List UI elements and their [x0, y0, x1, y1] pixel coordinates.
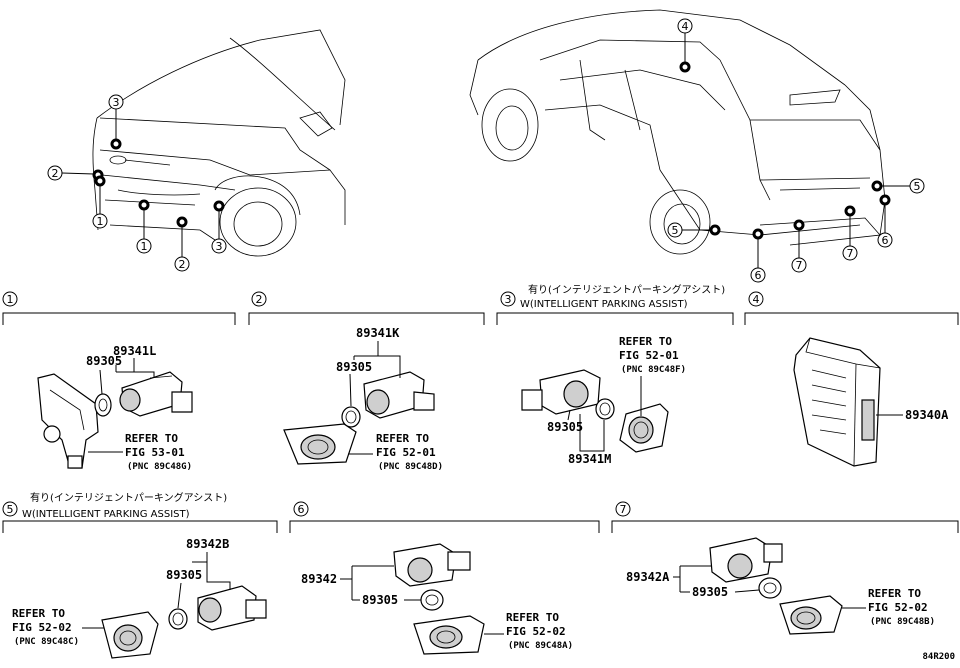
section-7-refer-label: REFER TO: [868, 587, 921, 600]
section-1-part-number-gasket: 89305: [86, 354, 122, 368]
rear-marker-5-right: 5: [914, 180, 921, 193]
front-view-markers: 3 2 1 1 2 3: [47, 94, 227, 272]
section-3-caption-en: W(INTELLIGENT PARKING ASSIST): [520, 299, 688, 310]
section-4-header: 4: [744, 291, 959, 325]
section-6-callouts: 89342 89305 REFER TO FIG 52-02 (PNC 89C4…: [301, 565, 573, 651]
section-4-number: 4: [753, 293, 760, 306]
section-1-fig-ref: FIG 53-01: [125, 446, 185, 459]
section-3-header: 有り(インテリジェントパーキングアシスト) 3 W(INTELLIGENT PA…: [496, 283, 734, 325]
section-3-parts: [521, 369, 669, 453]
section-4-part-number: 89340A: [905, 408, 949, 422]
section-5-refer-label: REFER TO: [12, 607, 65, 620]
section-3-refer-label: REFER TO: [619, 335, 672, 348]
section-5-parts: [101, 585, 267, 659]
section-3-caption-ja: 有り(インテリジェントパーキングアシスト): [528, 283, 725, 296]
section-5-caption-en: W(INTELLIGENT PARKING ASSIST): [22, 509, 190, 520]
section-3-callouts: REFER TO FIG 52-01 (PNC 89C48F) 89305 89…: [547, 335, 686, 466]
front-marker-2-center: 2: [179, 258, 186, 271]
rear-marker-7-right: 7: [847, 247, 854, 260]
section-3-pnc: (PNC 89C48F): [621, 365, 686, 375]
section-5-part-number-main: 89342B: [186, 537, 229, 551]
section-1-callouts: 89341L 89305 REFER TO FIG 53-01 (PNC 89C…: [86, 344, 192, 472]
section-1-pnc: (PNC 89C48G): [127, 462, 192, 472]
section-6-fig-ref: FIG 52-02: [506, 625, 566, 638]
front-marker-3-top: 3: [113, 96, 120, 109]
rear-marker-6-right: 6: [882, 234, 889, 247]
section-2-refer-label: REFER TO: [376, 432, 429, 445]
section-1-header: 1: [2, 291, 236, 325]
section-7-fig-ref: FIG 52-02: [868, 601, 928, 614]
section-2-number: 2: [256, 293, 263, 306]
section-7-part-number-main: 89342A: [626, 570, 670, 584]
section-6-part-number-gasket: 89305: [362, 593, 398, 607]
section-7-parts: [709, 537, 843, 635]
front-marker-1-left: 1: [97, 215, 104, 228]
section-5-header: 有り(インテリジェントパーキングアシスト) 5 W(INTELLIGENT PA…: [2, 491, 278, 533]
section-1-part-number-main: 89341L: [113, 344, 156, 358]
section-2-callouts: 89341K 89305 REFER TO FIG 52-01 (PNC 89C…: [336, 326, 443, 472]
section-1-refer-label: REFER TO: [125, 432, 178, 445]
section-6-pnc: (PNC 89C48A): [508, 641, 573, 651]
front-marker-1-center: 1: [141, 240, 148, 253]
section-3-part-number-main: 89341M: [568, 452, 611, 466]
section-5-number: 5: [7, 503, 14, 516]
front-marker-3-right: 3: [216, 240, 223, 253]
rear-marker-6-left: 6: [755, 269, 762, 282]
section-2-pnc: (PNC 89C48D): [378, 462, 443, 472]
section-7-part-number-gasket: 89305: [692, 585, 728, 599]
rear-view-markers: 4 5 5 6 7 7 6: [667, 18, 925, 283]
section-5-part-number-gasket: 89305: [166, 568, 202, 582]
section-4-callouts: 89340A: [876, 408, 949, 422]
rear-marker-4: 4: [682, 20, 689, 33]
rear-vehicle-illustration: [469, 9, 886, 255]
section-5-fig-ref: FIG 52-02: [12, 621, 72, 634]
section-7-pnc: (PNC 89C48B): [870, 617, 935, 627]
section-2-header: 2: [248, 291, 485, 325]
section-5-pnc: (PNC 89C48C): [14, 637, 79, 647]
front-vehicle-illustration: [92, 29, 346, 257]
section-6-part-number-main: 89342: [301, 572, 337, 586]
section-5-caption-ja: 有り(インテリジェントパーキングアシスト): [30, 491, 227, 504]
front-marker-2-left: 2: [52, 167, 59, 180]
section-2-part-number-gasket: 89305: [336, 360, 372, 374]
section-3-part-number-gasket: 89305: [547, 420, 583, 434]
drawing-code: 84R200: [922, 652, 955, 662]
rear-marker-5-left: 5: [672, 224, 679, 237]
section-3-fig-ref: FIG 52-01: [619, 349, 679, 362]
section-7-number: 7: [620, 503, 627, 516]
section-6-parts: [393, 543, 485, 655]
section-2-fig-ref: FIG 52-01: [376, 446, 436, 459]
section-2-part-number-main: 89341K: [356, 326, 400, 340]
rear-marker-7-left: 7: [796, 259, 803, 272]
section-7-callouts: 89342A 89305 REFER TO FIG 52-02 (PNC 89C…: [626, 565, 935, 627]
section-6-refer-label: REFER TO: [506, 611, 559, 624]
section-1-parts: [37, 371, 193, 469]
section-5-callouts: 89342B 89305 REFER TO FIG 52-02 (PNC 89C…: [12, 537, 231, 647]
section-3-number: 3: [505, 293, 512, 306]
section-6-number: 6: [298, 503, 305, 516]
section-2-parts: [283, 371, 435, 465]
section-7-header: 7: [611, 501, 959, 533]
section-4-parts: [793, 337, 881, 467]
section-1-number: 1: [7, 293, 14, 306]
section-6-header: 6: [289, 501, 600, 533]
